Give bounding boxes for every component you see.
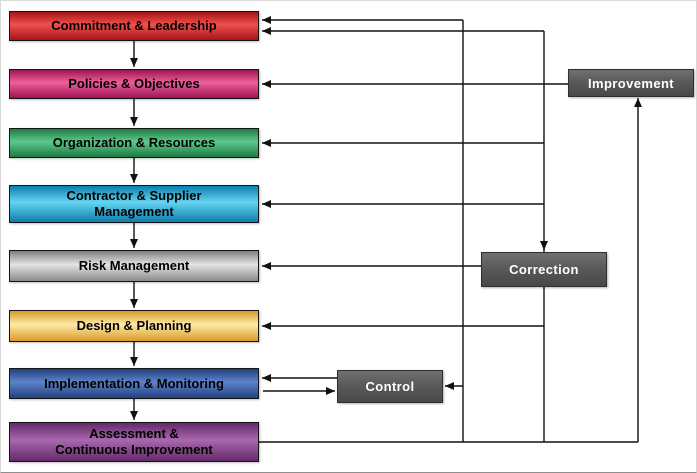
flow-box-risk-management: Risk Management — [9, 250, 259, 282]
flow-box-label: Assessment & Continuous Improvement — [55, 426, 213, 457]
feedback-box-label: Correction — [509, 262, 579, 277]
flow-box-label: Design & Planning — [76, 318, 192, 334]
flow-box-organization-resources: Organization & Resources — [9, 128, 259, 158]
flow-box-label: Risk Management — [78, 258, 190, 274]
flow-box-label: Organization & Resources — [52, 135, 216, 151]
feedback-box-label: Control — [365, 379, 415, 394]
flow-box-label: Policies & Objectives — [68, 76, 200, 92]
feedback-box-label: Improvement — [587, 75, 675, 91]
flow-box-label: Commitment & Leadership — [51, 18, 217, 34]
flow-box-label: Implementation & Monitoring — [44, 375, 224, 391]
flow-box-contractor-supplier-management: Contractor & Supplier Management — [9, 185, 259, 223]
flow-box-design-planning: Design & Planning — [9, 310, 259, 342]
feedback-box-control: Control — [337, 370, 443, 403]
flow-box-commitment-leadership: Commitment & Leadership — [9, 11, 259, 41]
feedback-box-correction: Correction — [481, 252, 607, 287]
flow-box-implementation-monitoring: Implementation & Monitoring — [9, 368, 259, 399]
flow-box-assessment-continuous-improvement: Assessment & Continuous Improvement — [9, 422, 259, 462]
flow-box-label: Contractor & Supplier Management — [66, 188, 202, 219]
flow-box-policies-objectives: Policies & Objectives — [9, 69, 259, 99]
feedback-box-improvement: Improvement — [568, 69, 694, 97]
